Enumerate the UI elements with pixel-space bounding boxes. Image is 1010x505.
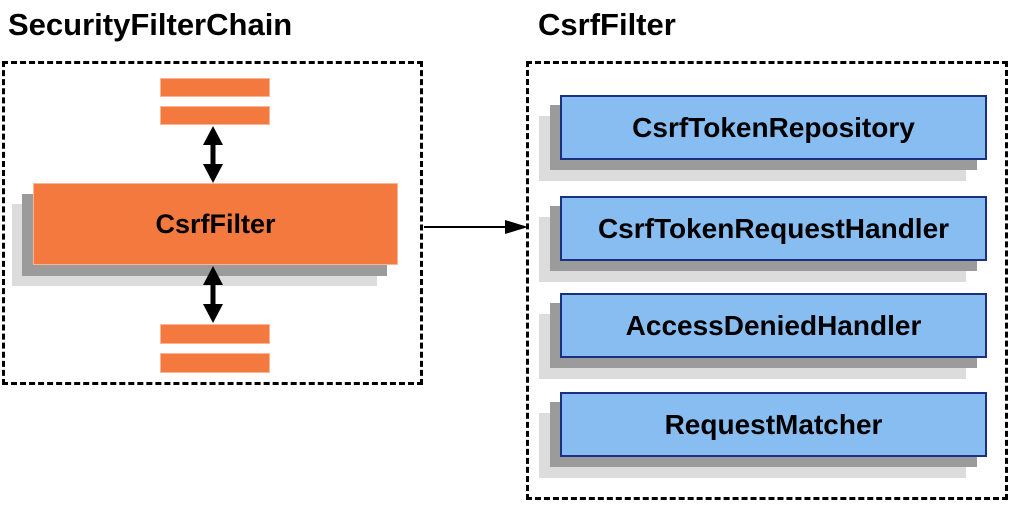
- security-filter-chain-title: SecurityFilterChain: [8, 7, 293, 42]
- bidirectional-arrow-icon: [203, 126, 223, 183]
- csrf-filter-node: CsrfFilter: [33, 183, 398, 265]
- security-filter-chain-box: [2, 61, 423, 385]
- component-node-csrf-token-request-handler: CsrfTokenRequestHandler: [560, 196, 987, 261]
- csrf-filter-node-label: CsrfFilter: [155, 208, 276, 239]
- csrf-filter-components-box: [526, 61, 1008, 500]
- filter-placeholder-bar: [160, 324, 270, 344]
- component-node-label: CsrfTokenRepository: [632, 111, 915, 143]
- component-node-access-denied-handler: AccessDeniedHandler: [560, 293, 987, 358]
- component-node-request-matcher: RequestMatcher: [560, 392, 987, 457]
- component-node-label: AccessDeniedHandler: [625, 309, 922, 341]
- csrf-filter-title: CsrfFilter: [538, 7, 676, 42]
- bidirectional-arrow-icon: [203, 266, 223, 323]
- component-node-csrf-token-repository: CsrfTokenRepository: [560, 95, 987, 160]
- component-node-label: RequestMatcher: [664, 408, 883, 440]
- filter-placeholder-bar: [160, 78, 270, 97]
- flow-arrow-icon: [424, 220, 528, 234]
- filter-placeholder-bar: [160, 353, 270, 373]
- component-node-label: CsrfTokenRequestHandler: [597, 212, 950, 244]
- filter-placeholder-bar: [160, 106, 270, 125]
